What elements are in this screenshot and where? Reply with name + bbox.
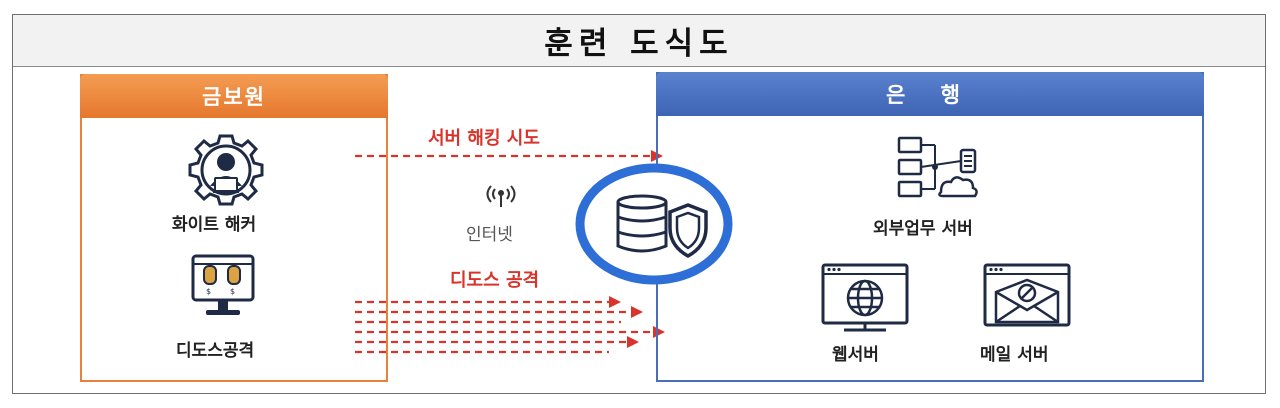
title-bar: 훈련 도식도 <box>13 15 1265 67</box>
hacker-gear-icon <box>188 134 264 206</box>
bank-panel-header: 은 행 <box>656 72 1204 116</box>
svg-text:$: $ <box>230 287 235 296</box>
server-hack-label: 서버 해킹 시도 <box>428 128 540 149</box>
wifi-antenna-icon <box>486 185 516 207</box>
web-server-label: 웹서버 <box>832 345 879 365</box>
ddos-monitor-icon: $ $ <box>191 254 255 315</box>
attacker-panel-header: 금보원 <box>80 74 388 118</box>
shield-database-icon <box>575 163 733 285</box>
web-server-icon <box>821 263 909 332</box>
ddos-attack-label: 디도스 공격 <box>450 270 540 291</box>
mail-server-icon <box>983 263 1071 327</box>
ddos-arrows <box>355 296 665 354</box>
internet-label: 인터넷 <box>466 225 513 245</box>
bank-panel-title: 은 행 <box>886 83 974 107</box>
external-server-label: 외부업무 서버 <box>873 219 973 239</box>
mail-server-label: 메일 서버 <box>980 345 1049 365</box>
attacker-panel: 금보원 <box>80 74 388 382</box>
attacker-panel-title: 금보원 <box>202 85 266 109</box>
page-title: 훈련 도식도 <box>544 26 734 62</box>
ddos-label: 디도스공격 <box>176 341 255 361</box>
svg-text:$: $ <box>206 287 211 296</box>
network-diagram-icon <box>897 136 978 198</box>
hacker-label: 화이트 해커 <box>172 215 257 235</box>
